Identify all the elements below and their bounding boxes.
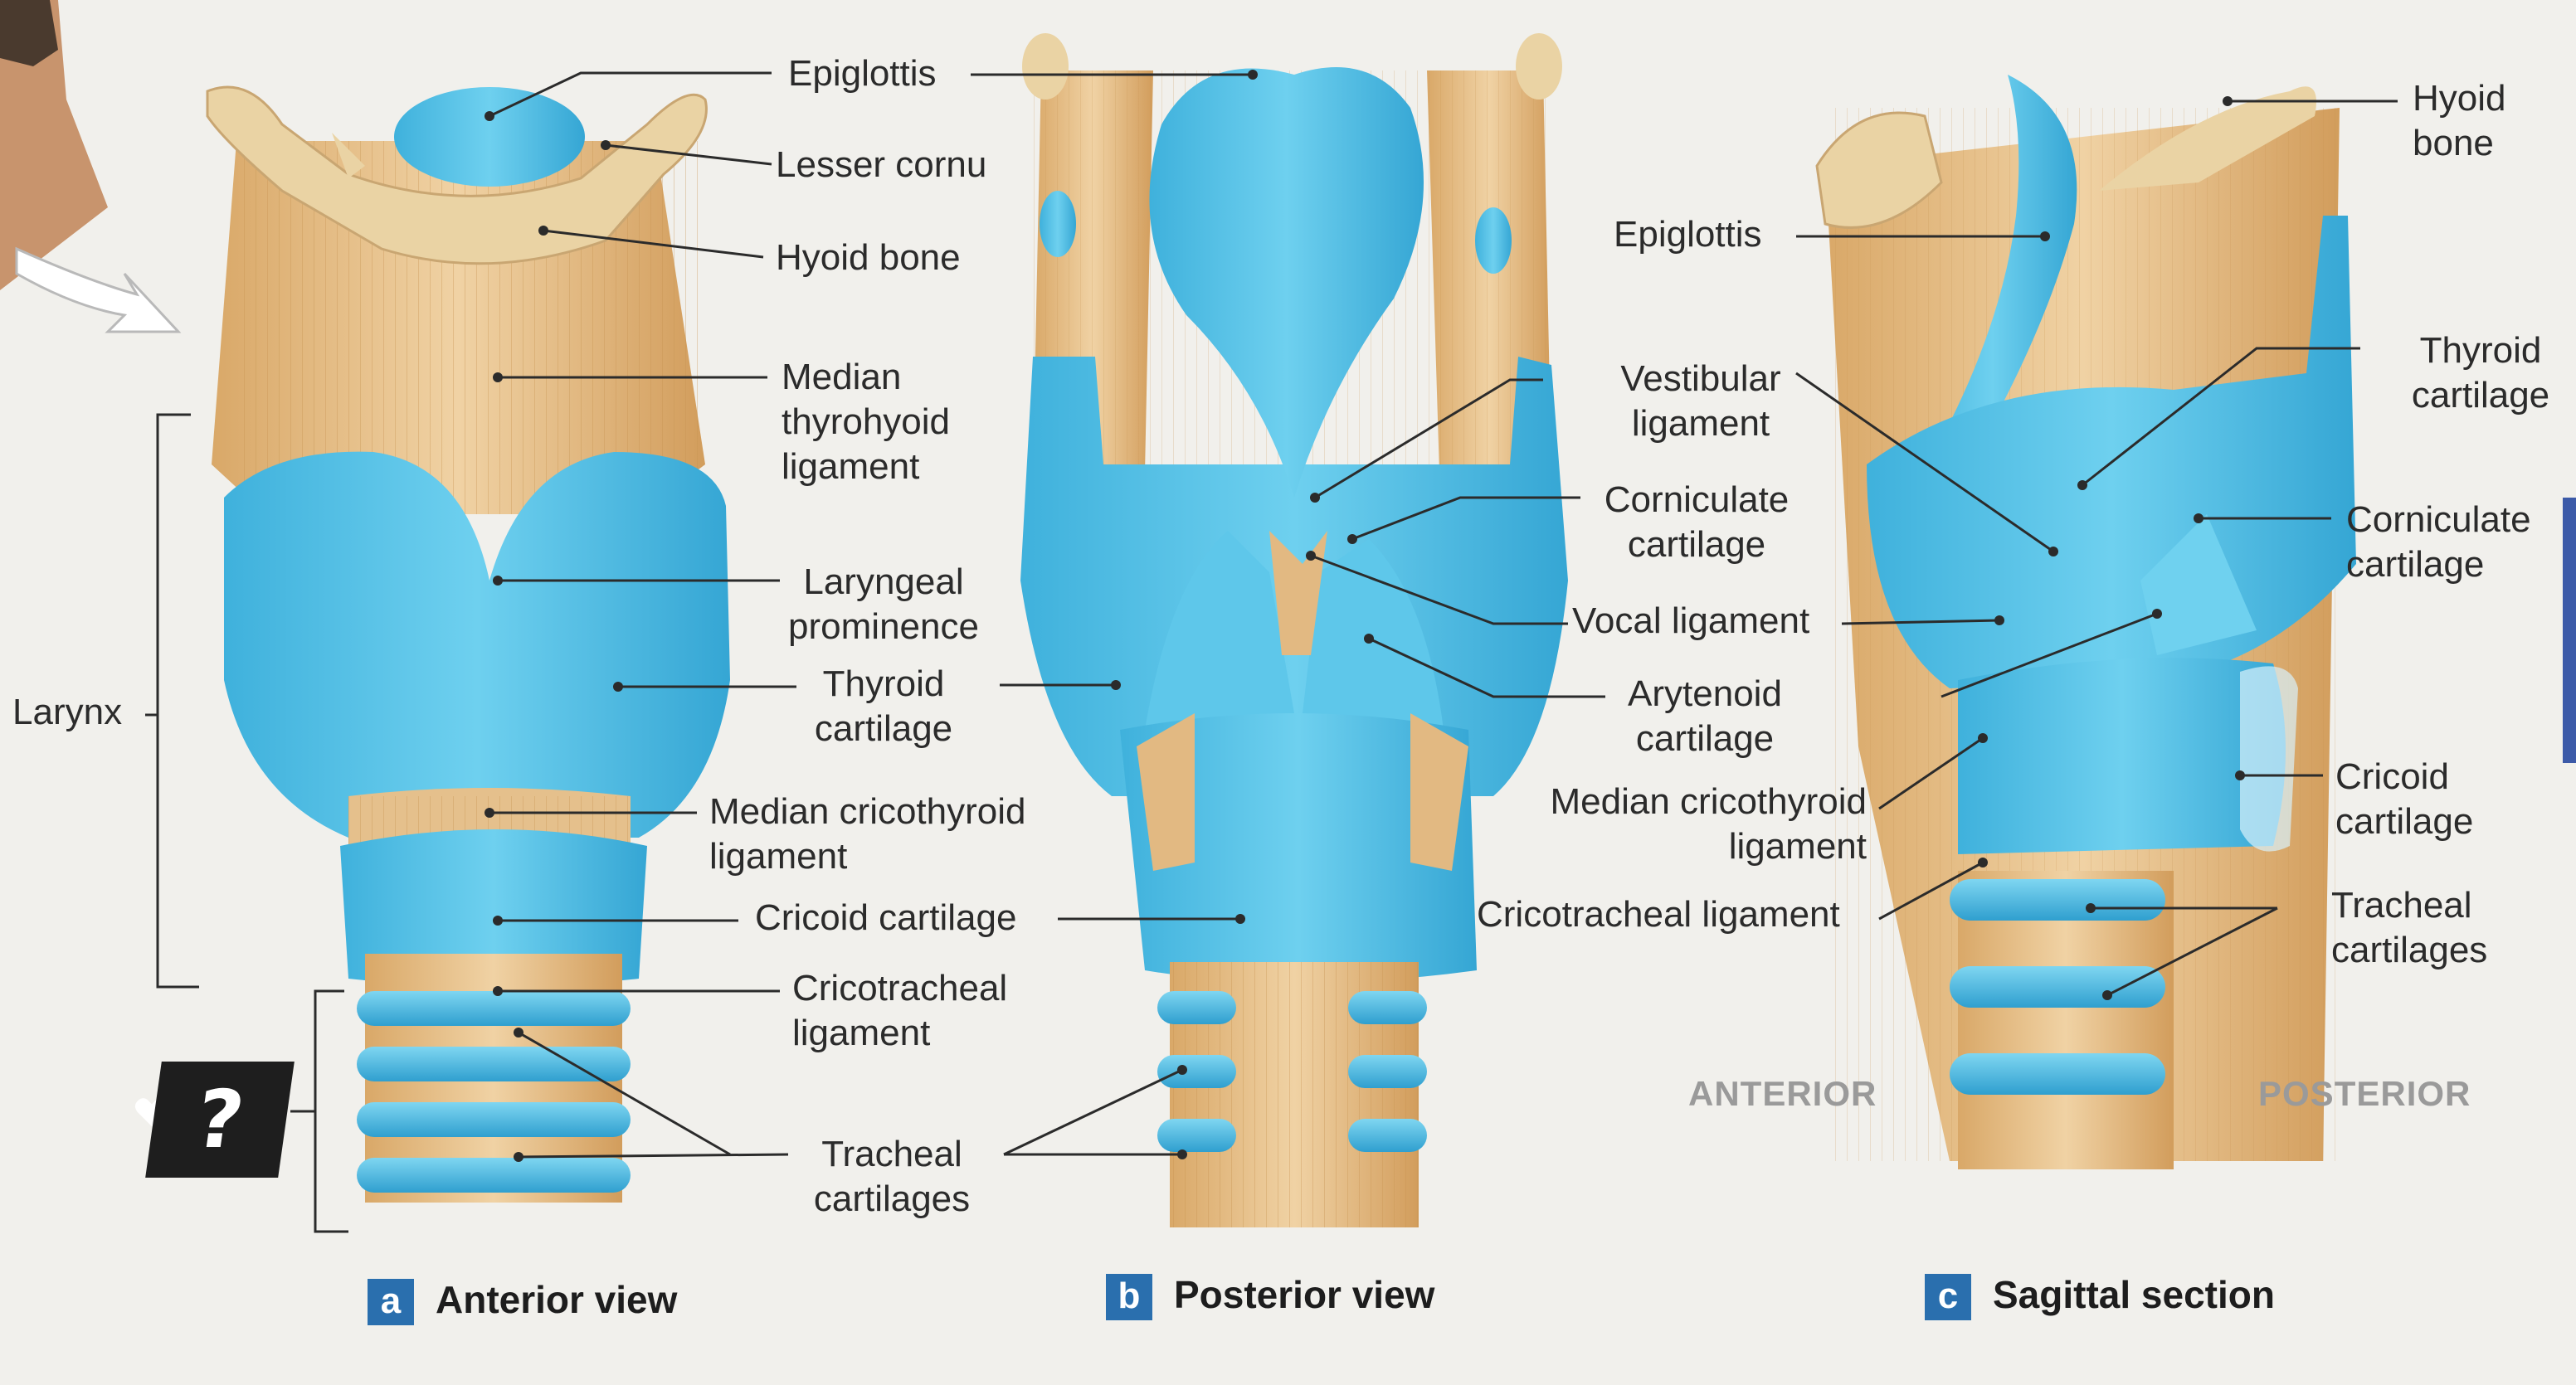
label-c-hyoid-bone: Hyoid bone [2413,78,2506,163]
cricoid-posterior-shape [1120,713,1477,983]
badge-c: c [1925,1274,1971,1320]
label-c-tracheal-cartilages: Tracheal cartilages [2331,885,2488,970]
label-b-median-cricothyroid: Median cricothyroid ligament [1550,781,1867,867]
label-a-median-cricothyroid: Median cricothyroid ligament [709,791,1026,877]
hyoid-section-shape [1815,111,1943,229]
leader-line [1351,496,1580,541]
epiglottis-sagittal-shape [1908,75,2077,498]
thyroid-cartilage-shape [224,451,730,838]
epiglottis-posterior-shape [1149,67,1424,498]
anterior-view-drawing [0,0,796,1233]
leader-line [1310,554,1568,625]
tracheal-ring [357,1047,631,1081]
label-b-corniculate: Corniculate cartilage [1604,479,1790,565]
edge-scroll-indicator [2563,498,2576,763]
larynx-bracket [156,413,199,989]
leader-line [1941,612,2158,698]
label-a-cricotracheal: Cricotracheal ligament [792,968,1008,1053]
pointer-arrow-icon [15,246,182,333]
trachea-bracket [314,989,348,1233]
leader-line [1368,637,1605,698]
label-a-thyroid-cartilage: Thyroid cartilage [814,663,953,749]
label-anterior: ANTERIOR [1688,1074,1877,1113]
label-b-vestibular: Vestibular ligament [1620,358,1781,444]
label-b-cricotracheal: Cricotracheal ligament [1477,894,1840,935]
tracheal-ring [357,1158,631,1193]
tracheal-ring [357,1102,631,1137]
leader-line [2082,347,2360,487]
label-posterior: POSTERIOR [2258,1074,2471,1113]
leader-line [518,1031,731,1156]
label-tracheal-cartilages: Tracheal cartilages [813,1134,971,1219]
cricoid-sagittal-shape [1958,658,2286,854]
badge-a: a [368,1279,414,1325]
label-a-laryngeal-prominence: Laryngeal prominence [788,561,979,647]
title-posterior-view: Posterior view [1174,1273,1435,1316]
leader-line [605,143,772,166]
sagittal-view-drawing [1795,75,2398,1169]
person-thumbnail [0,0,108,290]
label-b-epiglottis: Epiglottis [1614,214,1762,255]
label-a-epiglottis: Epiglottis [788,53,937,94]
badge-b: b [1106,1274,1152,1320]
posterior-view-drawing [971,33,1605,1227]
label-c-corniculate: Corniculate cartilage [2346,499,2531,585]
label-larynx: Larynx [12,692,123,732]
leader-line [1841,619,2000,625]
label-c-cricoid-cartilage: Cricoid cartilage [2335,756,2474,842]
leader-line [1878,861,1984,921]
thyroid-sagittal-shape [1867,216,2356,688]
label-a-cricoid-cartilage: Cricoid cartilage [755,897,1017,938]
leader-line [489,71,772,118]
leader-line [1314,378,1543,499]
label-b-vocal-ligament: Vocal ligament [1572,600,1810,641]
title-sagittal-section: Sagittal section [1993,1273,2275,1316]
hyoid-bone-shape [206,85,708,265]
label-b-arytenoid: Arytenoid cartilage [1628,673,1782,759]
leader-line [1795,372,2054,553]
title-anterior-view: Anterior view [436,1278,678,1321]
epiglottis-shape [394,87,585,187]
leader-line [543,229,764,259]
leader-line [1003,1068,1183,1156]
label-a-hyoid-bone: Hyoid bone [776,237,961,278]
tracheal-ring [357,991,631,1026]
leader-line [1878,736,1984,810]
cricoid-shape [340,829,647,987]
help-button[interactable]: ? [145,1062,295,1178]
label-c-thyroid-cartilage: Thyroid cartilage [2411,330,2550,416]
leader-line [518,1153,789,1159]
leader-line [2106,906,2278,997]
label-a-median-thyrohyoid: Median thyrohyoid ligament [782,357,951,487]
label-a-lesser-cornu: Lesser cornu [776,144,987,185]
